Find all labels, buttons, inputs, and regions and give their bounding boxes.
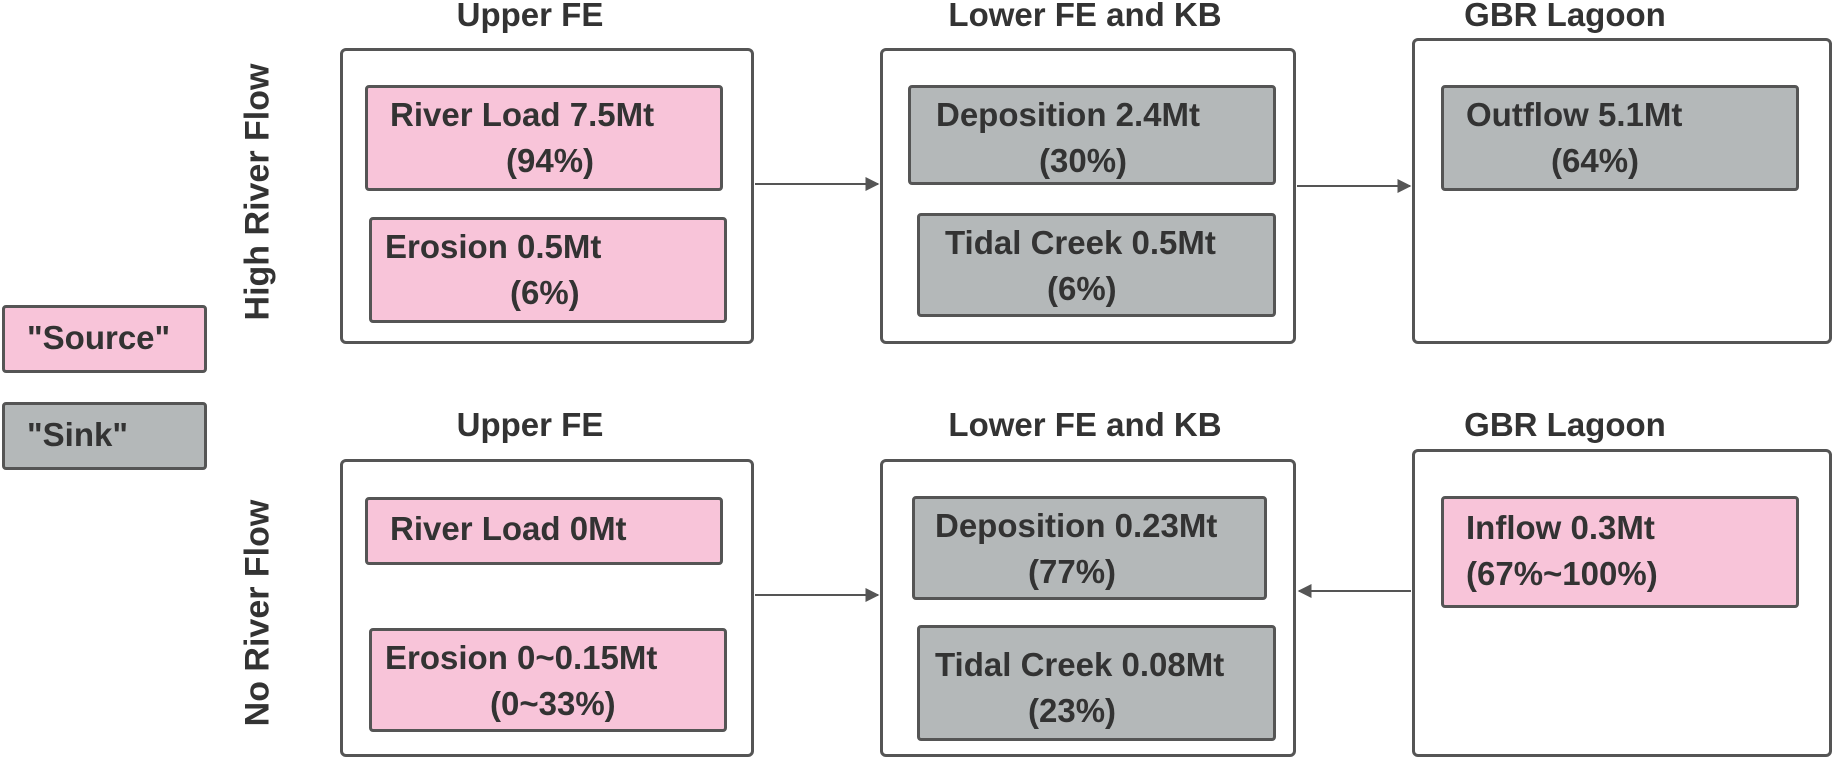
legend-source: "Source" bbox=[2, 305, 207, 373]
high-river-load-box: River Load 7.5Mt (94%) bbox=[365, 85, 723, 191]
high-deposition-percent: (30%) bbox=[1039, 142, 1128, 179]
none-upper-fe-title: Upper FE bbox=[456, 406, 604, 443]
high-tidal-creek-percent: (6%) bbox=[1047, 270, 1117, 307]
none-deposition-box: Deposition 0.23Mt (77%) bbox=[912, 496, 1267, 600]
high-outflow-percent: (64%) bbox=[1551, 142, 1640, 179]
none-inflow-value: Inflow 0.3Mt bbox=[1466, 509, 1655, 546]
none-deposition-percent: (77%) bbox=[1028, 553, 1117, 590]
none-tidal-creek-box: Tidal Creek 0.08Mt (23%) bbox=[917, 625, 1276, 741]
none-erosion-value: Erosion 0~0.15Mt bbox=[385, 639, 658, 676]
none-inflow-percent: (67%~100%) bbox=[1466, 555, 1658, 592]
none-river-load-value: River Load 0Mt bbox=[390, 510, 627, 547]
none-river-load-box: River Load 0Mt bbox=[365, 497, 723, 565]
legend-sink: "Sink" bbox=[2, 402, 207, 470]
high-erosion-value: Erosion 0.5Mt bbox=[385, 228, 602, 265]
none-deposition-value: Deposition 0.23Mt bbox=[935, 507, 1218, 544]
high-outflow-box: Outflow 5.1Mt (64%) bbox=[1441, 85, 1799, 191]
none-tidal-creek-value: Tidal Creek 0.08Mt bbox=[935, 646, 1225, 683]
high-tidal-creek-box: Tidal Creek 0.5Mt (6%) bbox=[917, 213, 1276, 317]
none-inflow-box: Inflow 0.3Mt (67%~100%) bbox=[1441, 496, 1799, 608]
none-lower-fe-title: Lower FE and KB bbox=[948, 406, 1222, 443]
high-tidal-creek-value: Tidal Creek 0.5Mt bbox=[945, 224, 1216, 261]
high-outflow-value: Outflow 5.1Mt bbox=[1466, 96, 1683, 133]
none-tidal-creek-percent: (23%) bbox=[1028, 692, 1117, 729]
high-lagoon-title: GBR Lagoon bbox=[1464, 0, 1666, 33]
none-erosion-percent: (0~33%) bbox=[490, 685, 616, 722]
high-river-load-value: River Load 7.5Mt bbox=[390, 96, 655, 133]
high-erosion-percent: (6%) bbox=[510, 274, 580, 311]
none-erosion-box: Erosion 0~0.15Mt (0~33%) bbox=[369, 628, 727, 732]
high-upper-fe-title: Upper FE bbox=[456, 0, 604, 33]
high-lower-fe-title: Lower FE and KB bbox=[948, 0, 1222, 33]
high-river-load-percent: (94%) bbox=[506, 142, 595, 179]
high-erosion-box: Erosion 0.5Mt (6%) bbox=[369, 217, 727, 323]
none-lagoon-title: GBR Lagoon bbox=[1464, 406, 1666, 443]
high-deposition-box: Deposition 2.4Mt (30%) bbox=[908, 85, 1276, 185]
high-deposition-value: Deposition 2.4Mt bbox=[936, 96, 1201, 133]
